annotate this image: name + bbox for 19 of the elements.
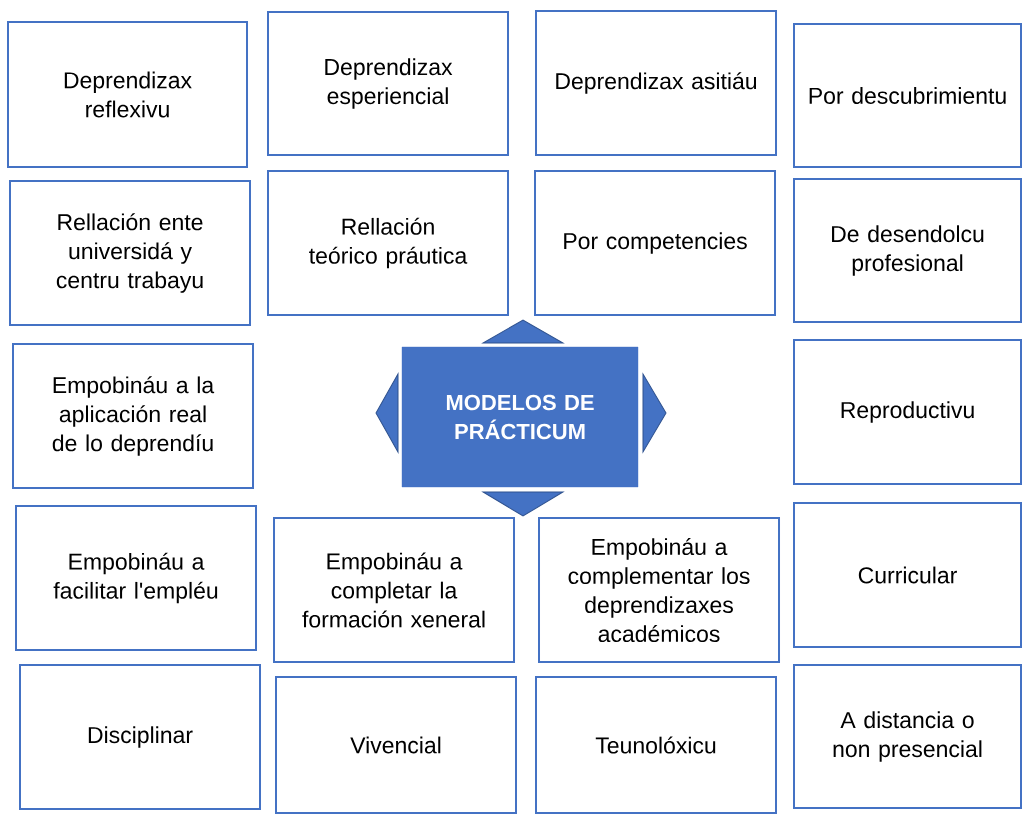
category-box: De desendolcu profesional — [793, 178, 1022, 323]
category-box: Vivencial — [275, 676, 517, 814]
category-box: Deprendizax reflexivu — [7, 21, 248, 168]
category-box: Empobináu a la aplicación real de lo deprendíu — [12, 343, 254, 489]
category-box: Teunolóxicu — [535, 676, 777, 814]
category-box: Rellación ente universidá y centru trabayu — [9, 180, 251, 326]
category-box: Empobináu a complementar los deprendizaxes académicos — [538, 517, 780, 663]
title-shape-drawing: MODELOS DE PRÁCTICUM — [375, 319, 667, 517]
category-box: Curricular — [793, 502, 1022, 648]
category-box: Disciplinar — [19, 664, 261, 810]
category-box: Por descubrimientu — [793, 23, 1022, 168]
category-box: Empobináu a completar la formación xeneral — [273, 517, 515, 663]
category-box: Reproductivu — [793, 339, 1022, 485]
category-box: Deprendizax esperiencial — [267, 11, 509, 156]
category-box: Rellación teórico práutica — [267, 170, 509, 316]
category-box: A distancia o non presencial — [793, 664, 1022, 809]
category-box: Por competencies — [534, 170, 776, 316]
category-box: Deprendizax asitiáu — [535, 10, 777, 156]
category-box: Empobináu a facilitar l'empléu — [15, 505, 257, 651]
